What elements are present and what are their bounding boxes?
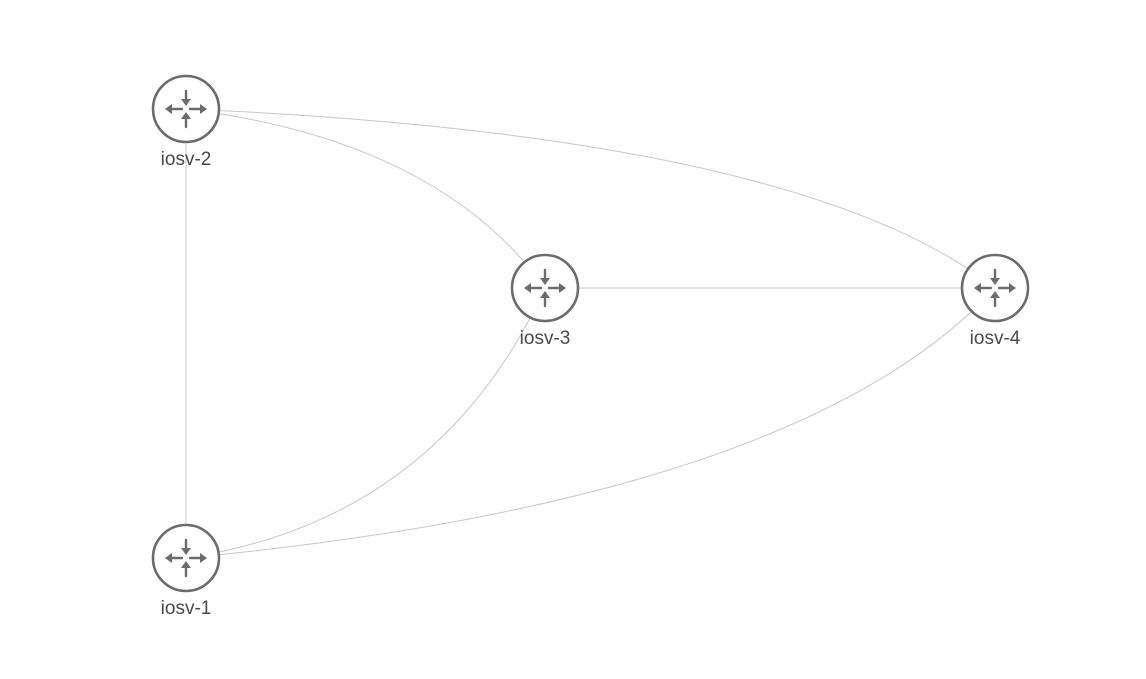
node-ring (510, 253, 580, 323)
nodes-layer: iosv-2 iosv-3 iosv-4 iosv-1 (151, 74, 1030, 619)
node-ring (960, 253, 1030, 323)
link-iosv-1-iosv-3[interactable] (185, 287, 546, 559)
link-iosv-2-iosv-3[interactable] (185, 108, 546, 289)
node-iosv-2[interactable]: iosv-2 (151, 74, 221, 170)
node-ring (151, 523, 221, 593)
node-iosv-1[interactable]: iosv-1 (151, 523, 221, 619)
node-label: iosv-1 (161, 598, 212, 619)
node-label: iosv-4 (970, 328, 1021, 349)
links-layer (185, 108, 996, 559)
node-iosv-4[interactable]: iosv-4 (960, 253, 1030, 349)
link-iosv-1-iosv-4[interactable] (185, 287, 996, 559)
node-label: iosv-2 (161, 149, 212, 170)
node-iosv-3[interactable]: iosv-3 (510, 253, 580, 349)
link-iosv-2-iosv-4[interactable] (185, 108, 996, 289)
node-ring (151, 74, 221, 144)
node-label: iosv-3 (520, 328, 571, 349)
